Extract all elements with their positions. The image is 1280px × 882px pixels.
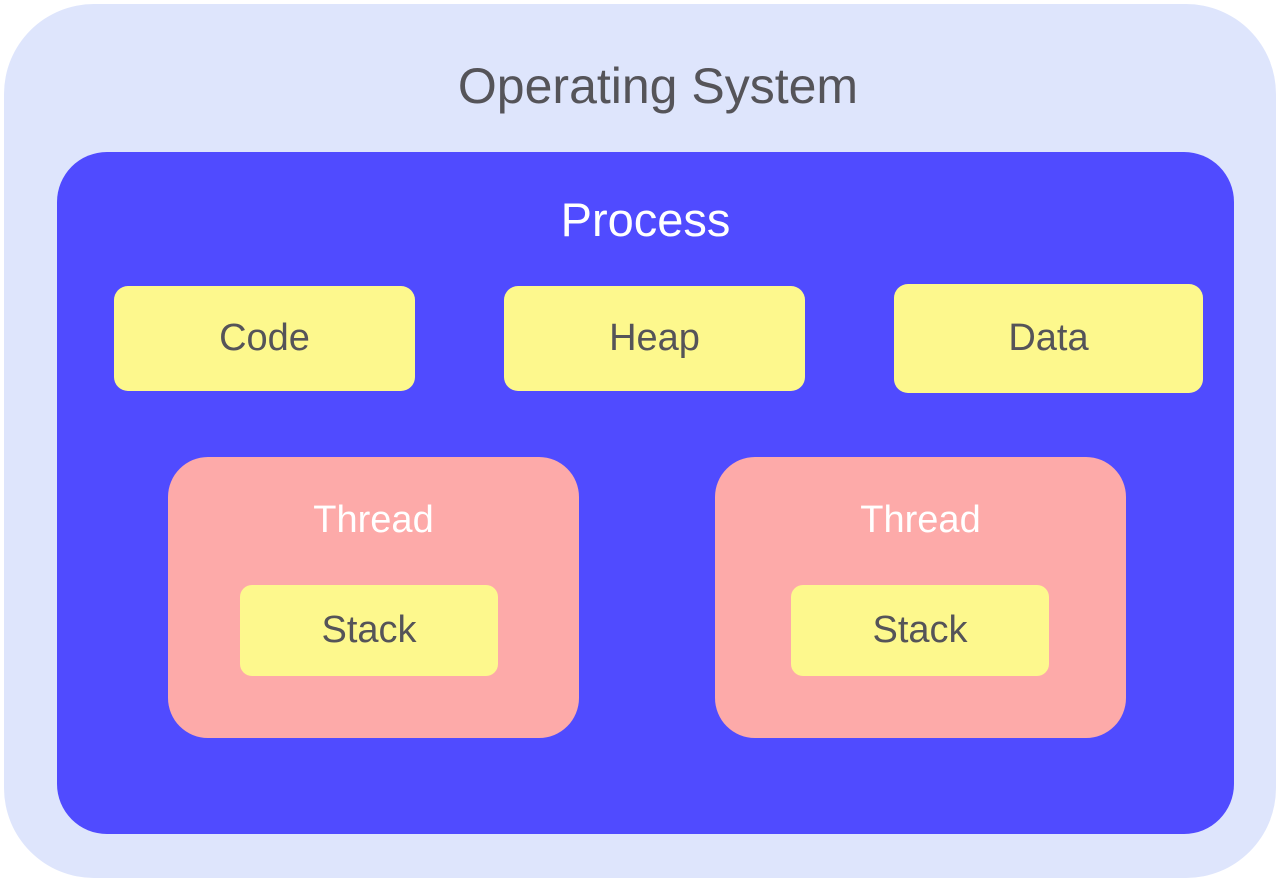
process-box: Process Code Heap Data Thread Stack Thre…: [57, 152, 1234, 834]
data-segment: Data: [894, 284, 1203, 393]
thread-label-2: Thread: [860, 499, 981, 541]
process-label: Process: [560, 193, 731, 246]
thread-label-1: Thread: [313, 499, 434, 541]
stack-segment-2: Stack: [791, 585, 1049, 676]
operating-system-box: Operating System Process Code Heap Data …: [4, 4, 1276, 878]
thread-box-2: Thread Stack: [715, 457, 1126, 738]
stack-segment-1: Stack: [240, 585, 498, 676]
heap-segment: Heap: [504, 286, 805, 391]
code-segment: Code: [114, 286, 415, 391]
operating-system-label: Operating System: [457, 58, 859, 114]
thread-box-1: Thread Stack: [168, 457, 579, 738]
